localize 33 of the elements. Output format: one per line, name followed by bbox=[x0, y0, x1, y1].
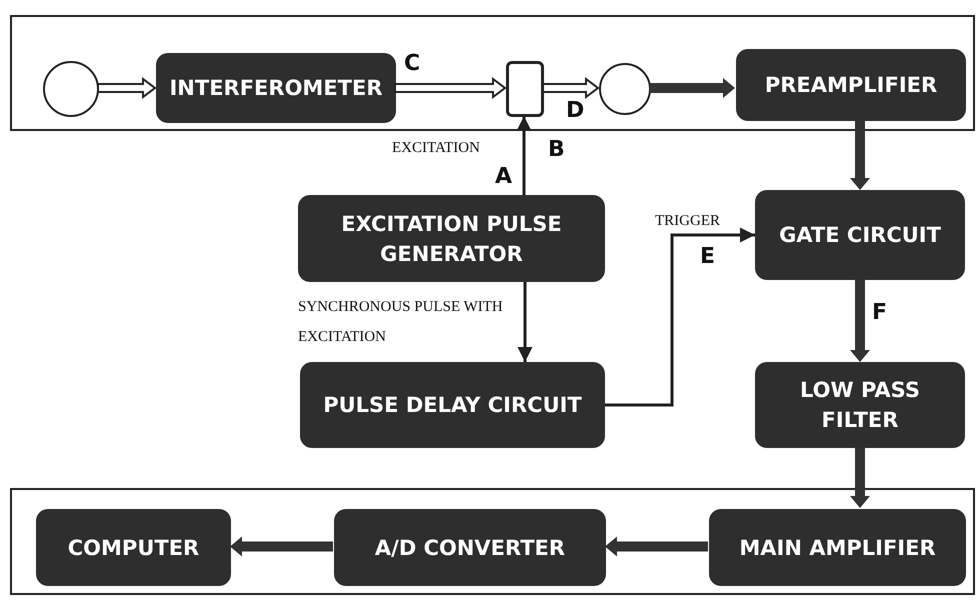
callout-letter: A bbox=[495, 163, 512, 191]
arrow bbox=[97, 77, 157, 99]
process-box: COMPUTER bbox=[36, 509, 231, 586]
callout-letter: B bbox=[548, 136, 565, 164]
arrow bbox=[650, 78, 735, 98]
arrow bbox=[850, 448, 870, 508]
edge-label: C bbox=[404, 50, 420, 78]
arrow bbox=[605, 536, 708, 556]
group-band bbox=[10, 15, 975, 131]
arrow bbox=[850, 120, 870, 190]
process-box: A/D CONVERTER bbox=[334, 509, 606, 586]
edge-label: EXCITATION bbox=[392, 139, 480, 158]
sample-cell bbox=[506, 61, 544, 117]
group-band bbox=[10, 488, 975, 595]
arrow bbox=[850, 280, 870, 362]
process-box: INTERFEROMETER bbox=[156, 53, 396, 123]
edge-label: D bbox=[566, 97, 584, 125]
process-box: LOW PASS FILTER bbox=[755, 362, 965, 448]
arrow bbox=[518, 282, 532, 362]
edge-label: F bbox=[872, 299, 888, 327]
arrow bbox=[542, 77, 600, 99]
arrow bbox=[230, 536, 333, 556]
process-box: MAIN AMPLIFIER bbox=[709, 509, 966, 586]
callout-letter: E bbox=[700, 243, 716, 271]
arrow bbox=[605, 228, 755, 406]
arrow bbox=[516, 116, 532, 195]
edge-label: TRIGGER bbox=[655, 212, 720, 231]
process-box: GATE CIRCUIT bbox=[755, 190, 965, 280]
edge-label: SYNCHRONOUS PULSE WITH EXCITATION bbox=[298, 298, 504, 347]
process-box: PREAMPLIFIER bbox=[736, 49, 966, 121]
process-box: PULSE DELAY CIRCUIT bbox=[300, 362, 605, 448]
process-box: EXCITATION PULSE GENERATOR bbox=[298, 195, 605, 282]
arrow bbox=[394, 77, 507, 99]
